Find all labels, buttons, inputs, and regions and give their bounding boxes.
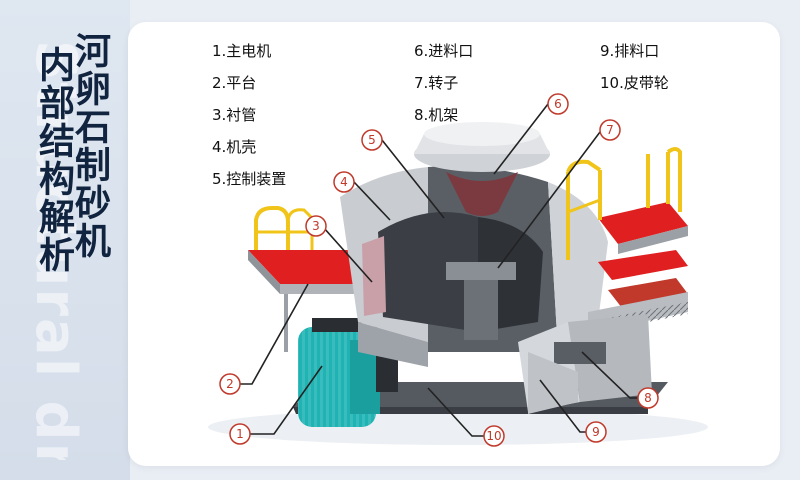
housing-shape xyxy=(340,166,608,367)
left-panel: Structural drawing 河卵石制砂机 内部结构解析 xyxy=(0,0,130,480)
callout-label-10: 10 xyxy=(486,429,501,443)
callout-7: 7 xyxy=(497,119,621,269)
legend-item-main-motor: 1.主电机 xyxy=(212,42,272,60)
callout-label-1: 1 xyxy=(236,427,244,441)
callout-5: 5 xyxy=(361,129,445,219)
title-line-2: 内部结构解析 xyxy=(33,46,74,274)
callout-10: 10 xyxy=(427,387,505,447)
callout-label-2: 2 xyxy=(226,377,234,391)
legend-item-rotor: 7.转子 xyxy=(414,74,459,92)
callout-2: 2 xyxy=(219,283,309,395)
callout-label-7: 7 xyxy=(606,123,614,137)
callout-label-5: 5 xyxy=(368,133,376,147)
main-motor-shape xyxy=(298,318,398,427)
callout-1: 1 xyxy=(229,365,323,445)
legend-item-frame: 8.机架 xyxy=(414,106,459,124)
legend-item-feed-inlet: 6.进料口 xyxy=(414,42,474,60)
callout-6: 6 xyxy=(493,93,569,175)
callout-label-6: 6 xyxy=(554,97,562,111)
legend-item-discharge: 9.排料口 xyxy=(600,42,660,60)
legend-item-control-device: 5.控制装置 xyxy=(212,170,287,188)
callout-8: 8 xyxy=(581,351,659,409)
callout-label-9: 9 xyxy=(592,425,600,439)
machine-diagram: 1 2 3 4 5 6 7 xyxy=(208,93,708,447)
page-title: 河卵石制砂机 内部结构解析 xyxy=(33,32,110,274)
callout-label-8: 8 xyxy=(644,391,652,405)
rotor-shape xyxy=(446,262,516,280)
title-line-1: 河卵石制砂机 xyxy=(69,32,110,260)
callout-4: 4 xyxy=(333,171,391,221)
callout-label-3: 3 xyxy=(312,219,320,233)
legend-item-platform: 2.平台 xyxy=(212,74,257,92)
feed-inlet-shape xyxy=(414,122,550,216)
callout-9: 9 xyxy=(539,379,607,443)
discharge-shape xyxy=(528,352,578,414)
legend-item-housing: 4.机壳 xyxy=(212,138,257,156)
legend-item-liner: 3.衬管 xyxy=(212,106,257,124)
watermark-text: Structural drawing xyxy=(28,40,88,460)
diagram-card: 1.主电机 2.平台 3.衬管 4.机壳 5.控制装置 6.进料口 7.转子 8… xyxy=(128,22,780,466)
liner-shape xyxy=(362,236,386,316)
legend-item-pulley: 10.皮带轮 xyxy=(600,74,669,92)
callout-3: 3 xyxy=(305,215,373,283)
callout-label-4: 4 xyxy=(340,175,348,189)
